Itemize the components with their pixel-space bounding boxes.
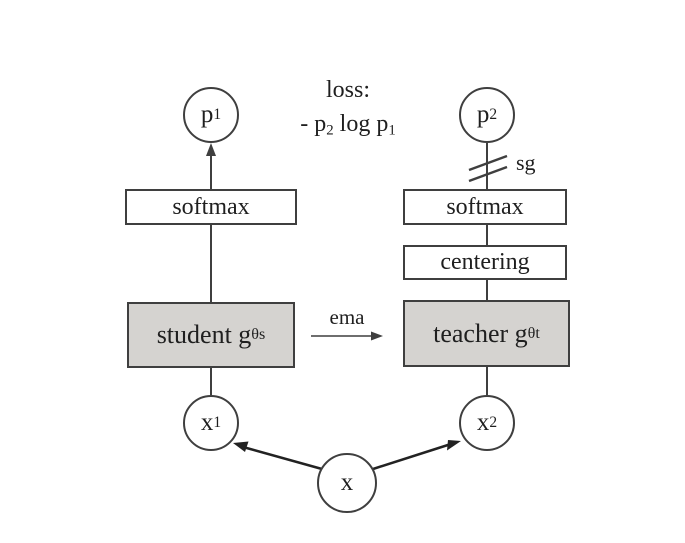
edge-x-to-x2 [372,442,452,471]
softmax-box-teacher: softmax [403,189,567,225]
softmax-box-student: softmax [125,189,297,225]
arrowhead-p1 [206,143,216,156]
arrowhead-ema [371,331,383,341]
arrowhead-x1 [233,441,249,452]
stop-gradient-label: sg [516,150,536,175]
arrowhead-x2 [447,440,461,451]
node-x-input: x [317,453,377,513]
centering-box: centering [403,245,567,280]
stop-gradient-slash-2 [468,165,508,183]
edge-x-to-x1 [242,445,323,471]
loss-annotation: loss: - p2 log p1 [262,74,434,141]
loss-formula: - p2 log p1 [300,110,396,139]
ema-label: ema [329,305,365,329]
stop-gradient-slash-1 [468,154,508,172]
loss-title: loss: [325,77,370,103]
